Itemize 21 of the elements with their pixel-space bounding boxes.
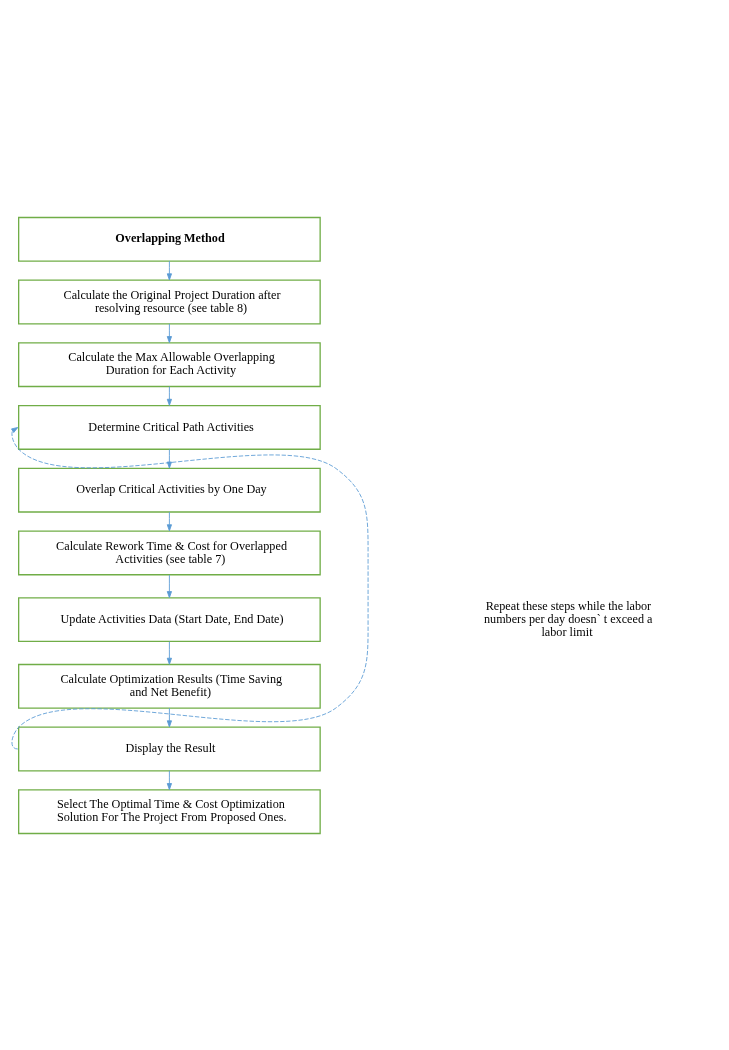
label: Repeat these steps while the labor numbers per day doesn` t exceed a labor limit xyxy=(483,598,653,639)
node-box: Calculate the Max Allowable Overlapping Duration for Each Activity xyxy=(18,341,321,387)
arrow xyxy=(166,448,172,469)
arrow xyxy=(166,769,172,790)
arrow xyxy=(166,640,172,665)
node-box: Overlapping Method xyxy=(18,216,321,262)
node-box: Update Activities Data (Start Date, End Date) xyxy=(18,596,321,642)
node-box: Select The Optimal Time & Cost Optimization Solution For The Project From Proposed Ones. xyxy=(18,788,321,834)
arrow xyxy=(166,574,172,598)
node-box: Calculate the Original Project Duration after resolving resource (see table 8) xyxy=(18,279,321,324)
node-box: Overlap Critical Activities by One Day xyxy=(18,467,321,513)
node-box: Determine Critical Path Activities xyxy=(18,404,321,450)
node-box: Calculate Rework Time & Cost for Overlapped Activities (see table 7) xyxy=(18,530,321,575)
arrow xyxy=(11,426,369,749)
arrow xyxy=(166,385,172,406)
arrow xyxy=(166,707,172,727)
arrow xyxy=(166,322,172,343)
arrow xyxy=(166,260,172,280)
arrow xyxy=(166,511,172,531)
node-box: Display the Result xyxy=(18,726,321,771)
node-box: Calculate Optimization Results (Time Saving and Net Benefit) xyxy=(18,663,321,709)
